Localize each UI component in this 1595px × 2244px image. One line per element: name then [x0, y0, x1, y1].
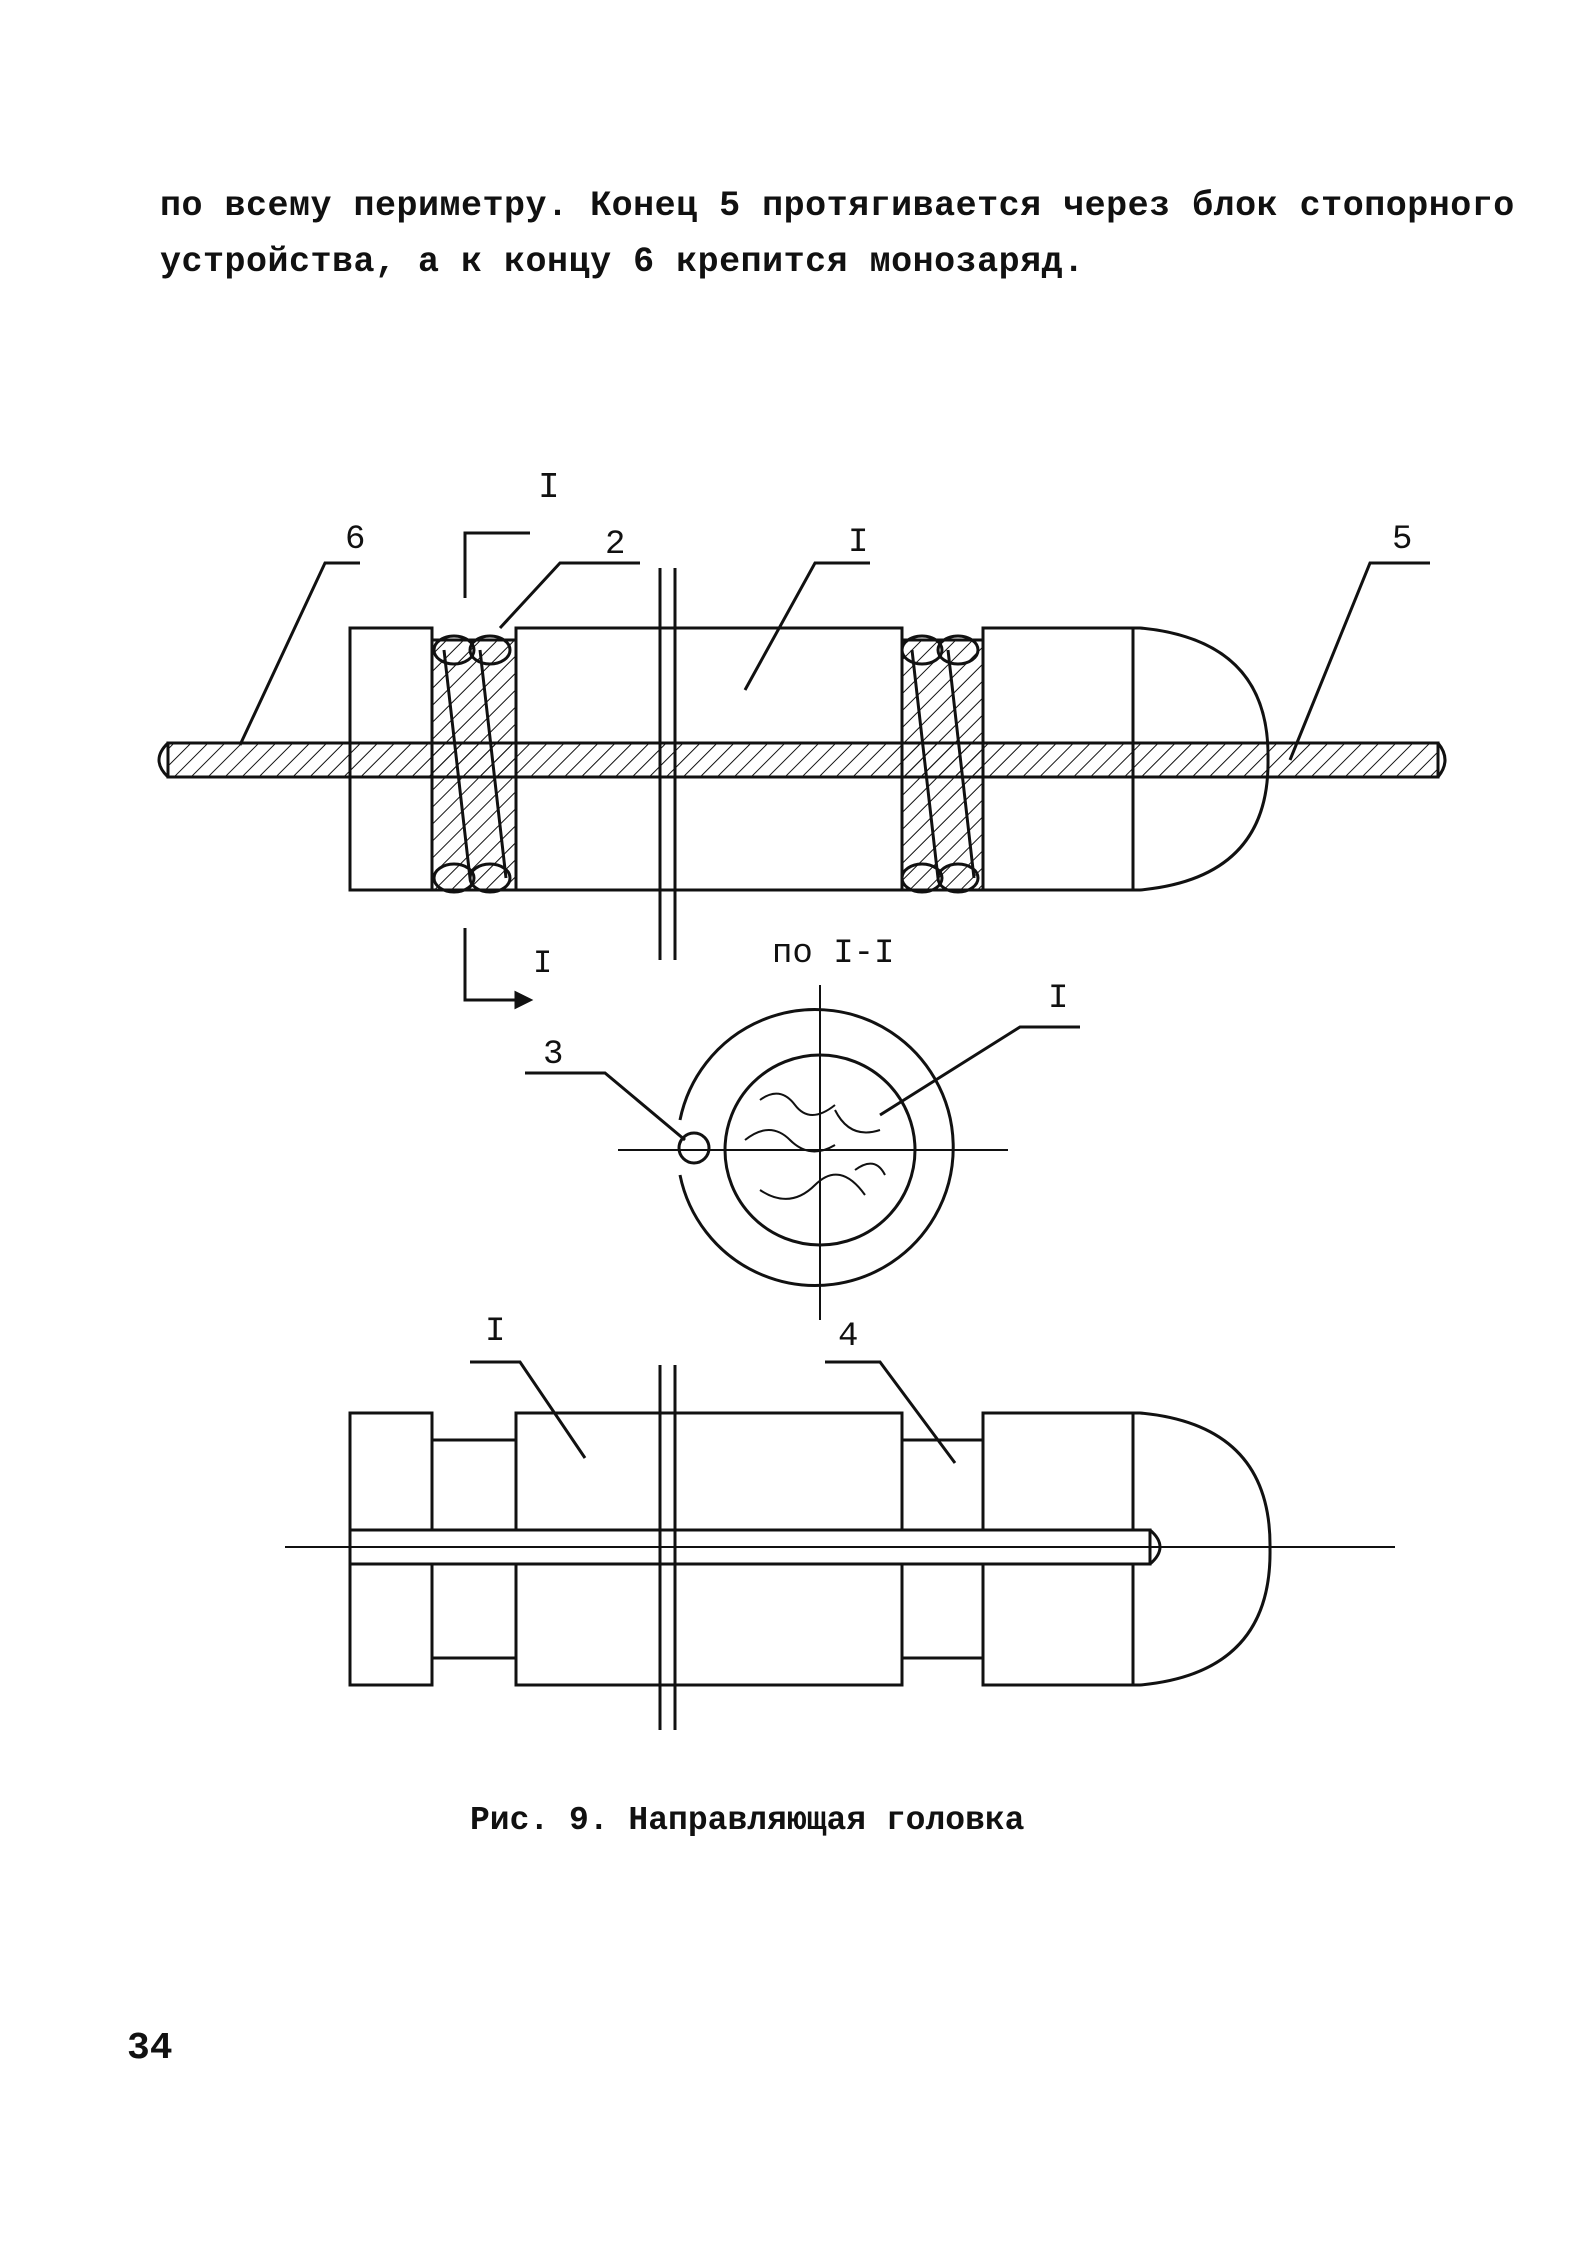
- page-number: 34: [127, 2027, 173, 2070]
- body-line: устройства, а к концу 6 крепится монозар…: [160, 242, 1085, 282]
- section-mark-bottom: I: [533, 945, 552, 982]
- body-line: по всему периметру. Конец 5 протягиваетс…: [160, 186, 1515, 226]
- callout-3: 3: [543, 1036, 563, 1074]
- callout-2: 2: [605, 526, 625, 564]
- bottom-view: [285, 1360, 1395, 1730]
- callout-6: 6: [345, 521, 365, 559]
- section-view-label: по I-I: [772, 935, 894, 973]
- callout-1-top: I: [848, 524, 868, 562]
- callout-1-bottom: I: [485, 1313, 505, 1351]
- section-view: [525, 985, 1080, 1320]
- top-view: [157, 531, 1447, 1010]
- section-cut-top: [463, 531, 530, 598]
- section-mark-top: I: [538, 467, 560, 508]
- section-cut-bottom: [463, 928, 530, 1002]
- cable-rope: [157, 741, 1447, 779]
- callout-5: 5: [1392, 521, 1412, 559]
- callout-4: 4: [838, 1318, 858, 1356]
- body-paragraph: по всему периметру. Конец 5 протягиваетс…: [160, 178, 1515, 290]
- callout-1-section: I: [1048, 980, 1068, 1018]
- figure-caption: Рис. 9. Направляющая головка: [470, 1802, 1025, 1839]
